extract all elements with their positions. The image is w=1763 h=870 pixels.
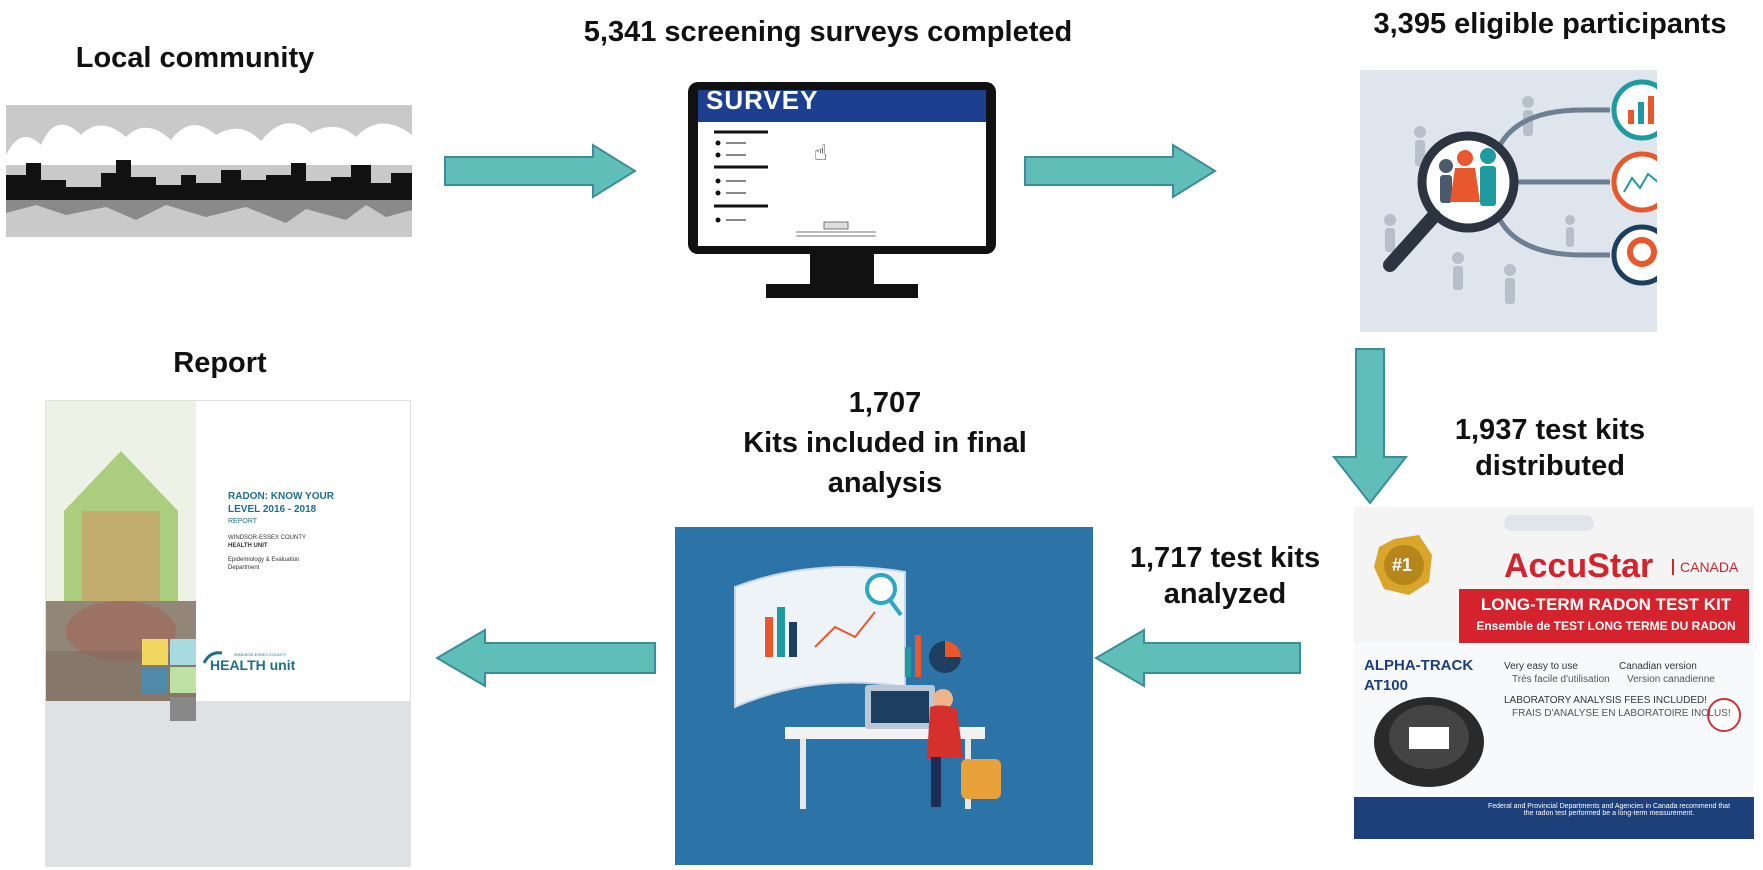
test-kit-model-line1: ALPHA-TRACK	[1364, 657, 1474, 674]
eligible-label: 3,395 eligible participants	[1373, 8, 1727, 40]
final-analysis-count: 1,707	[848, 387, 922, 419]
arrow-survey-to-eligible	[1023, 143, 1218, 199]
report-dept-line1: Epidemiology & Evaluation	[228, 557, 300, 563]
local-community-label: Local community	[75, 42, 315, 74]
survey-screen-title: SURVEY	[706, 85, 819, 115]
surveys-label: 5,341 screening surveys completed	[583, 16, 1073, 48]
test-kit-footer: Federal and Provincial Departments and A…	[1487, 803, 1731, 817]
report-logo-text: HEALTH unit	[210, 657, 296, 673]
svg-text:☝: ☝	[814, 141, 827, 166]
report-subtitle: REPORT	[228, 518, 258, 525]
radon-report-cover: RADON: KNOW YOUR LEVEL 2016 - 2018 REPOR…	[45, 400, 411, 867]
arrow-analysis-to-report	[433, 627, 658, 689]
test-kit-bullet1-en: Very easy to use	[1504, 661, 1578, 672]
final-analysis-label: 1,707 Kits included in final analysis	[690, 383, 1080, 503]
radon-test-kit-image: #1 AccuStar CANADA LONG-TERM RADON TEST …	[1354, 507, 1754, 839]
distributed-label: 1,937 test kits distributed	[1420, 412, 1680, 485]
arrow-community-to-survey	[443, 143, 638, 199]
analyzed-label: 1,717 test kits analyzed	[1100, 540, 1350, 613]
report-title-line2: LEVEL 2016 - 2018	[228, 504, 317, 515]
report-dept-line2: Department	[228, 565, 260, 571]
test-kit-product-fr: Ensemble de TEST LONG TERME DU RADON	[1476, 619, 1736, 633]
data-analysis-illustration	[675, 527, 1093, 865]
report-logo-small: WINDSOR-ESSEX COUNTY	[234, 652, 287, 657]
arrow-kits-to-analysis	[1092, 627, 1302, 689]
test-kit-product-en: LONG-TERM RADON TEST KIT	[1480, 595, 1732, 614]
report-org-line2: HEALTH UNIT	[228, 543, 268, 549]
final-analysis-line3: analysis	[827, 467, 943, 500]
distributed-label-line2: distributed	[1475, 450, 1625, 483]
city-skyline-image	[6, 105, 412, 237]
report-title-line1: RADON: KNOW YOUR	[228, 491, 334, 502]
distributed-label-line1: 1,937 test kits	[1454, 414, 1646, 446]
test-kit-bullet1-fr: Très facile d'utilisation	[1512, 674, 1610, 685]
test-kit-bullet2-fr: Version canadienne	[1627, 674, 1715, 685]
test-kit-brand: AccuStar	[1504, 547, 1654, 585]
test-kit-bullet3-en: LABORATORY ANALYSIS FEES INCLUDED!	[1504, 695, 1708, 706]
test-kit-bullet2-en: Canadian version	[1619, 661, 1697, 672]
arrow-eligible-to-kits	[1330, 347, 1410, 507]
test-kit-badge: #1	[1392, 555, 1413, 575]
analyzed-label-line1: 1,717 test kits	[1129, 542, 1321, 574]
test-kit-bullet3-fr: FRAIS D'ANALYSE EN LABORATOIRE INCLUS!	[1512, 708, 1731, 719]
test-kit-model-line2: AT100	[1364, 677, 1408, 694]
analyzed-label-line2: analyzed	[1163, 578, 1287, 611]
test-kit-country: CANADA	[1672, 559, 1738, 575]
survey-monitor-illustration: ☝ SURVEY	[686, 80, 998, 302]
report-org-line1: WINDSOR-ESSEX COUNTY	[228, 535, 307, 541]
report-label: Report	[173, 347, 267, 379]
final-analysis-line2: Kits included in final	[743, 427, 1027, 460]
participant-analytics-illustration	[1360, 70, 1673, 332]
